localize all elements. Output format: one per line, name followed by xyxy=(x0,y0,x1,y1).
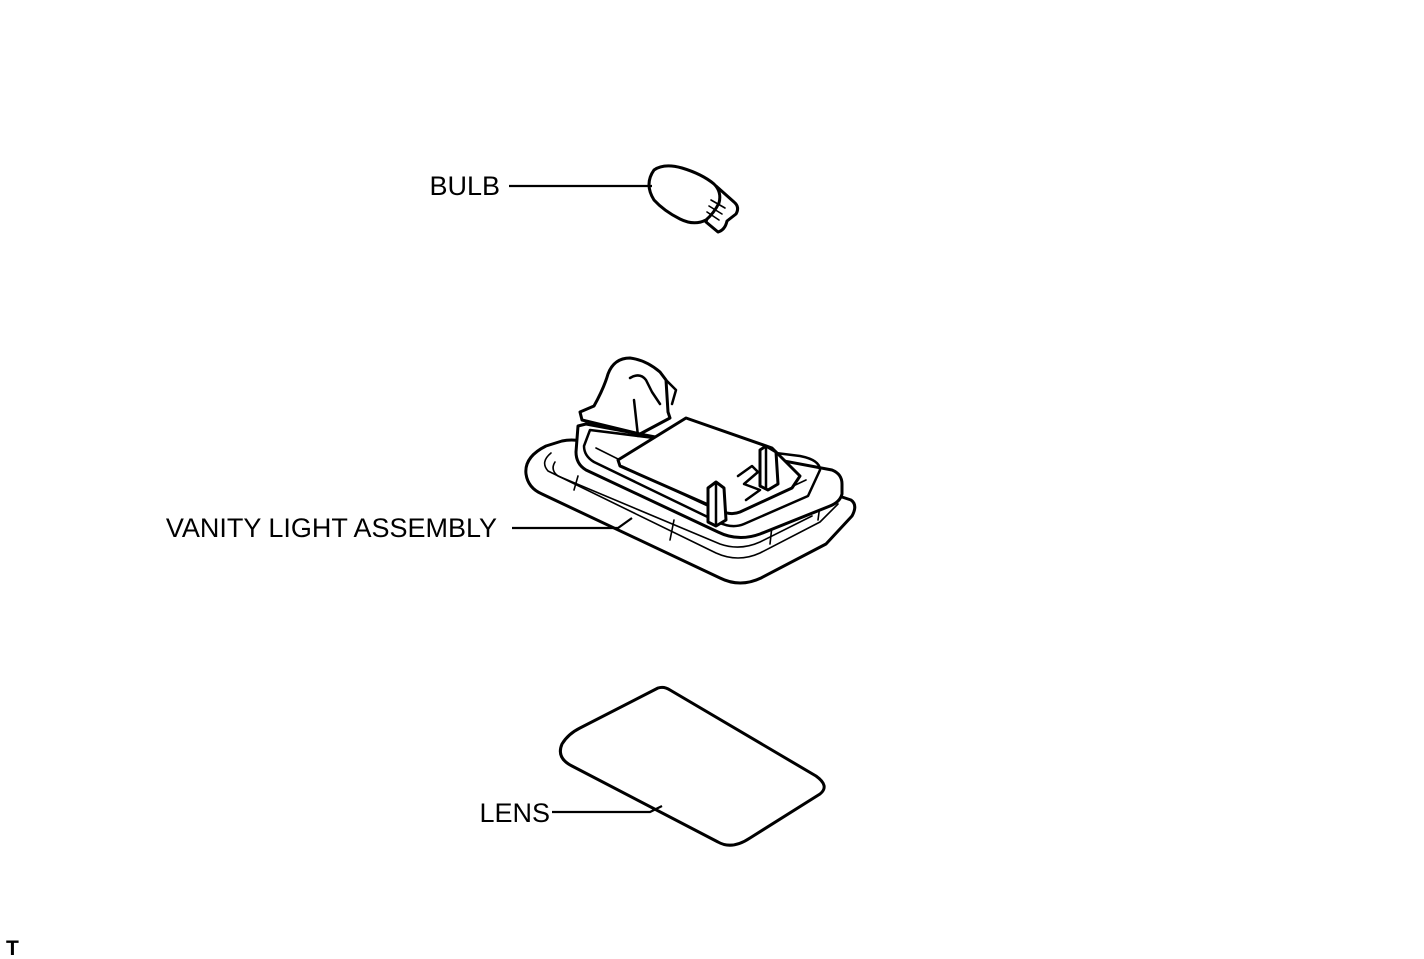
lens-label: LENS xyxy=(479,798,550,828)
bulb-label: BULB xyxy=(429,171,500,201)
corner-mark: T xyxy=(6,937,19,959)
bulb-part xyxy=(647,164,740,234)
lens-part xyxy=(558,685,826,847)
vanity-leader xyxy=(512,517,633,530)
leader-lines xyxy=(509,184,663,814)
vanity-light-assembly-part xyxy=(524,356,857,585)
lens-leader xyxy=(552,805,663,814)
vanity-light-assembly-label: VANITY LIGHT ASSEMBLY xyxy=(166,513,497,543)
